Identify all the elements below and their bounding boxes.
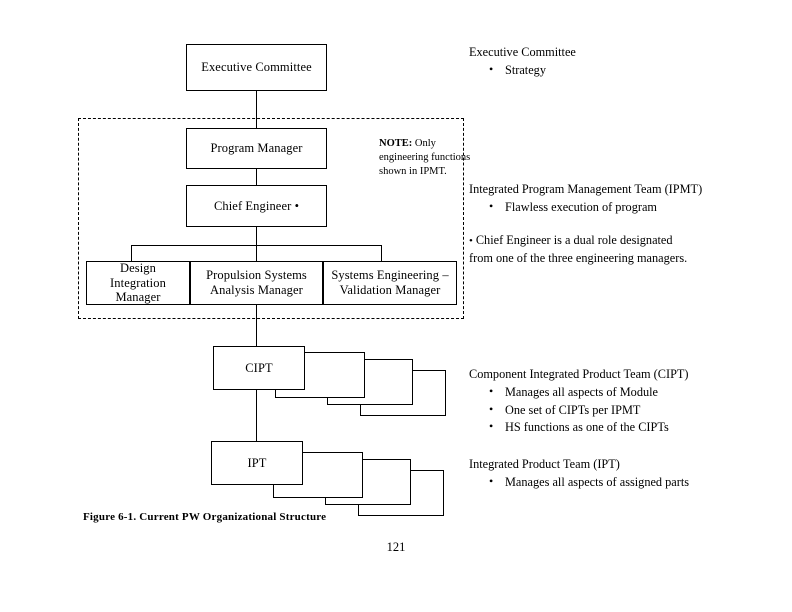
node-cipt-label: CIPT xyxy=(245,360,273,375)
figure-caption: Figure 6-1. Current PW Organizational St… xyxy=(83,511,327,523)
annotation-executive-committee: Executive Committee Strategy xyxy=(469,44,576,80)
annotation-ipmt: Integrated Program Management Team (IPMT… xyxy=(469,181,702,217)
footnote-bullet-marker: • xyxy=(469,235,473,247)
connector-chief-engineer-drop xyxy=(256,227,257,245)
list-item: Strategy xyxy=(489,61,576,80)
node-chief-engineer-label: Chief Engineer • xyxy=(213,198,300,213)
annotation-ipt: Integrated Product Team (IPT) Manages al… xyxy=(469,456,689,492)
node-executive-committee[interactable]: Executive Committee xyxy=(186,44,327,91)
node-executive-committee-label: Executive Committee xyxy=(201,60,312,75)
ipmt-note-label: NOTE: xyxy=(379,138,413,149)
node-propulsion-systems-analysis-manager-label: Propulsion Systems Analysis Manager xyxy=(206,268,307,297)
list-item: One set of CIPTs per IPMT xyxy=(489,401,689,420)
node-propulsion-systems-analysis-manager[interactable]: Propulsion Systems Analysis Manager xyxy=(190,261,323,305)
annotation-ipmt-bullets: Flawless execution of program xyxy=(469,198,702,217)
ipmt-note-text: Only engineering functions shown in IPMT… xyxy=(379,138,471,177)
annotation-executive-committee-title: Executive Committee xyxy=(469,45,576,59)
node-design-integration-manager[interactable]: Design Integration Manager xyxy=(86,261,190,305)
node-program-manager-label: Program Manager xyxy=(210,141,303,156)
node-cipt[interactable]: CIPT xyxy=(213,346,305,390)
footnote-line-1: Chief Engineer is a dual role designated xyxy=(475,233,673,247)
annotation-ipt-bullets: Manages all aspects of assigned parts xyxy=(469,473,689,492)
annotation-executive-committee-bullets: Strategy xyxy=(469,61,576,80)
node-ipt[interactable]: IPT xyxy=(211,441,303,485)
connector-drop-systems-engineering xyxy=(381,245,382,261)
annotation-cipt: Component Integrated Product Team (CIPT)… xyxy=(469,366,689,437)
annotation-ipmt-title: Integrated Program Management Team (IPMT… xyxy=(469,182,703,196)
ipmt-boundary-region xyxy=(78,118,464,319)
node-chief-engineer[interactable]: Chief Engineer • xyxy=(186,185,327,227)
connector-managers-to-cipt xyxy=(256,305,257,357)
node-systems-engineering-validation-manager[interactable]: Systems Engineering – Validation Manager xyxy=(323,261,457,305)
connector-drop-design-integration xyxy=(131,245,132,261)
list-item: HS functions as one of the CIPTs xyxy=(489,418,689,437)
node-ipt-label: IPT xyxy=(247,455,267,470)
footnote-line-2: from one of the three engineering manage… xyxy=(469,250,688,265)
annotation-ipt-title: Integrated Product Team (IPT) xyxy=(469,457,620,471)
connector-pm-to-chief-engineer xyxy=(256,169,257,185)
annotation-cipt-title: Component Integrated Product Team (CIPT) xyxy=(469,367,689,381)
connector-drop-propulsion xyxy=(256,245,257,261)
node-program-manager[interactable]: Program Manager xyxy=(186,128,327,169)
page-number: 121 xyxy=(386,540,406,554)
list-item: Manages all aspects of Module xyxy=(489,383,689,402)
connector-cipt-to-ipt xyxy=(256,390,257,449)
list-item: Flawless execution of program xyxy=(489,198,702,217)
node-design-integration-manager-label: Design Integration Manager xyxy=(110,260,166,305)
annotation-chief-engineer-footnote: •Chief Engineer is a dual role designate… xyxy=(469,232,714,267)
list-item: Manages all aspects of assigned parts xyxy=(489,473,689,492)
node-systems-engineering-validation-manager-label: Systems Engineering – Validation Manager xyxy=(331,268,449,297)
connector-exec-to-pm xyxy=(256,91,257,128)
annotation-cipt-bullets: Manages all aspects of Module One set of… xyxy=(469,383,689,437)
ipmt-note: NOTE: Only engineering functions shown i… xyxy=(379,137,471,179)
